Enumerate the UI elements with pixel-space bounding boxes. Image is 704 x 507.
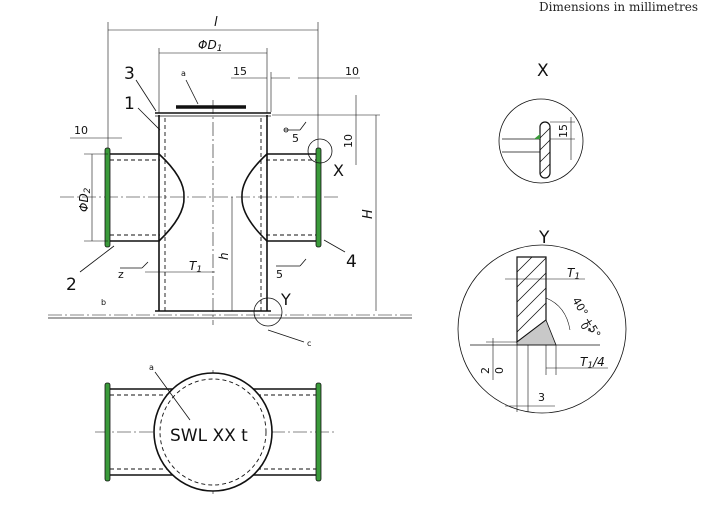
leader-item-1 — [137, 107, 161, 131]
plan-right-flange — [315, 382, 322, 482]
plan-swl-marking: SWL XX t — [170, 426, 248, 446]
plan-barrel-inner — [159, 378, 267, 486]
detail-x-view: X 15 — [498, 61, 584, 184]
dim-l-text: l — [214, 15, 218, 30]
dim-15-top-text: 15 — [233, 65, 247, 78]
weld-symbol-upper — [284, 121, 307, 131]
detail-y-hatch-4 — [516, 287, 547, 318]
right-intersection-curve — [241, 153, 268, 242]
detail-y-title: Y — [538, 228, 550, 248]
detail-y-hatch-1 — [516, 256, 533, 273]
main-elevation-view: l ΦD1 15 10 10 10 ΦD2 H h T1 — [48, 15, 412, 348]
dim-d1-text: ΦD1 — [198, 38, 222, 54]
plan-barrel-outer — [153, 372, 273, 492]
item-3-text: 3 — [124, 64, 135, 84]
dim-h-text: h — [217, 252, 231, 260]
item-2-text: 2 — [66, 275, 77, 295]
detail-y-t14-text: T1/4 — [580, 355, 605, 371]
label-X-main-text: X — [333, 161, 344, 180]
label-Y-main-text: Y — [280, 290, 291, 309]
right-flange-ring — [315, 147, 322, 248]
detail-x-hatch-3 — [539, 151, 551, 163]
detail-x-hatch-1 — [539, 127, 551, 139]
detail-y-hatch-2 — [516, 257, 547, 288]
leader-c — [267, 329, 305, 343]
weld-symbol-z — [120, 261, 149, 269]
item-4-text: 4 — [346, 252, 357, 272]
detail-x-marker — [307, 138, 333, 164]
dim-t1-text: T1 — [189, 259, 202, 275]
dim-10-left-text: 10 — [74, 124, 88, 137]
plan-left-flange — [104, 382, 111, 482]
detail-x-hatch-2 — [539, 139, 551, 151]
left-intersection-curve — [158, 153, 185, 242]
weld-5-lower-text: 5 — [276, 268, 283, 281]
label-c-text: c — [307, 339, 311, 348]
detail-x-title: X — [537, 61, 549, 81]
item-1-text: 1 — [124, 94, 135, 114]
leader-item-3 — [135, 79, 157, 112]
detail-x-dim-15: 15 — [557, 124, 570, 138]
weld-symbol-upper-dot — [283, 127, 289, 133]
plan-view: a SWL XX t — [95, 363, 335, 495]
label-a-text: a — [181, 69, 186, 78]
detail-y-dim-3: 3 — [538, 391, 545, 404]
units-caption: Dimensions in millimetres — [539, 0, 698, 14]
leader-a — [185, 79, 199, 105]
leader-item-4 — [323, 239, 346, 253]
left-flange-ring — [104, 147, 111, 248]
detail-x-circle — [498, 98, 584, 184]
detail-y-angle-arc — [545, 297, 571, 331]
dim-10-right-text: 10 — [342, 134, 355, 148]
detail-x-hatch-4 — [539, 163, 551, 175]
dim-H-text: H — [361, 209, 376, 219]
plan-leader-a — [154, 371, 191, 421]
detail-y-view: Y T1 40° +5° 0° T1/4 2 0 3 — [457, 228, 627, 414]
label-b-text: b — [101, 298, 106, 307]
detail-x-weld — [534, 134, 540, 139]
dim-10-top-text: 10 — [345, 65, 359, 78]
detail-y-hatch-5 — [516, 302, 547, 333]
detail-y-dim-0: 0 — [493, 367, 506, 374]
detail-y-angle-lower: 0° — [577, 321, 592, 336]
detail-y-marker — [253, 297, 283, 327]
detail-y-hatch-3 — [516, 272, 547, 303]
leader-item-2 — [79, 245, 115, 273]
detail-y-dim-2: 2 — [479, 367, 492, 374]
plan-label-a: a — [149, 363, 154, 372]
detail-y-circle — [457, 244, 627, 414]
weld-z-text: z — [118, 268, 124, 281]
detail-y-t1-text: T1 — [567, 266, 580, 282]
dim-d2-text: ΦD2 — [77, 187, 93, 212]
weld-5-upper-text: 5 — [292, 132, 299, 145]
detail-x-flange — [539, 121, 551, 179]
weld-symbol-lower — [276, 258, 307, 267]
